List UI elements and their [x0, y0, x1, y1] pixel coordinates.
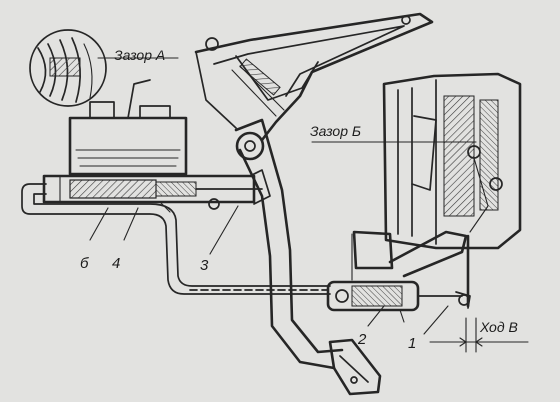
slave-cylinder	[326, 280, 463, 323]
label-part-5: б	[80, 255, 89, 272]
label-gap-a: Зазор А	[114, 47, 165, 63]
pedal-bracket	[194, 12, 434, 142]
clutch-housing	[382, 72, 522, 250]
label-gap-b: Зазор Б	[310, 123, 361, 139]
master-cylinder-body	[42, 169, 271, 213]
stroke-dimension	[429, 317, 529, 353]
detail-magnifier-gap-a	[29, 29, 179, 107]
clutch-pedal	[234, 118, 382, 396]
label-part-1: 1	[408, 335, 416, 352]
release-fork	[351, 230, 471, 309]
leader-lines	[89, 141, 477, 335]
hydraulic-line	[21, 183, 331, 295]
label-part-4: 4	[112, 255, 120, 272]
master-cylinder-reservoir	[68, 79, 188, 176]
label-part-2: 2	[357, 331, 367, 348]
label-stroke-v: Ход В	[479, 319, 518, 335]
label-part-3: 3	[200, 257, 209, 274]
